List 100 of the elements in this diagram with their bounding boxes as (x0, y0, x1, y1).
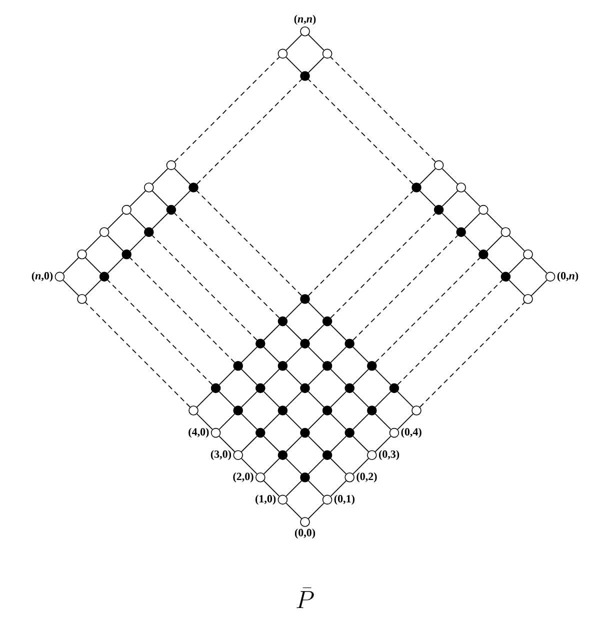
lattice-line (330, 436, 347, 452)
dashed-line (397, 280, 503, 386)
lattice-line (107, 212, 124, 230)
lattice-line (374, 436, 392, 452)
lattice-line (286, 34, 302, 51)
open-circle (500, 227, 511, 237)
lattice-line (107, 257, 124, 274)
dashed-line (330, 212, 436, 318)
caption: $\bar{P}$ (296, 587, 314, 608)
filled-dot (500, 272, 511, 282)
lattice-line (397, 391, 414, 408)
filled-dot (322, 450, 332, 460)
lattice-line (62, 280, 79, 296)
open-circle (77, 294, 87, 304)
lattice-line (241, 458, 258, 474)
lattice-line (308, 414, 324, 430)
lattice-line (330, 346, 347, 363)
filled-dot (344, 383, 354, 394)
filled-dot (99, 272, 110, 282)
open-circle (478, 204, 488, 215)
lattice-line (352, 368, 369, 386)
filled-dot (278, 450, 288, 460)
lattice-line (263, 480, 280, 497)
dashed-line (352, 235, 458, 341)
dashed-line (107, 280, 213, 386)
open-circle (523, 294, 533, 304)
lattice-line (486, 212, 503, 230)
open-circle (77, 250, 87, 260)
open-circle (144, 182, 154, 192)
lattice-line (330, 368, 347, 386)
filled-dot (300, 71, 310, 81)
lattice-line (263, 414, 280, 430)
lattice-line (508, 257, 525, 274)
lattice-line (130, 190, 146, 207)
filled-dot (434, 204, 444, 215)
lattice-line (286, 324, 302, 341)
lattice-line (286, 458, 302, 474)
lattice-line (531, 257, 548, 274)
dashed-line (174, 212, 280, 318)
filled-dot (278, 316, 288, 326)
lattice-line (486, 257, 503, 274)
lattice-line (308, 324, 324, 341)
lattice-line (218, 436, 236, 452)
lattice-line (263, 391, 280, 408)
lattice-line (241, 391, 258, 408)
filled-dot (256, 428, 266, 438)
filled-dot (300, 338, 310, 348)
lattice-line (308, 346, 324, 363)
lattice-line (263, 368, 280, 386)
filled-dot (367, 406, 377, 416)
dashed-line (196, 79, 302, 184)
lattice-line (218, 391, 236, 408)
lattice-line (130, 235, 146, 252)
node-label: (3,0) (210, 450, 232, 460)
node-label: (2,0) (233, 472, 254, 482)
lattice-line (486, 235, 503, 252)
filled-dot (210, 383, 221, 394)
open-circle (166, 160, 176, 170)
dashed-line (174, 56, 280, 162)
node-label: (0,2) (356, 472, 377, 482)
lattice-line (286, 502, 302, 519)
node-label: (4,0) (188, 428, 209, 438)
node-label: (0,3) (378, 450, 400, 460)
lattice-line (241, 346, 258, 363)
node-label: (1,0) (256, 494, 276, 505)
node-label: (0,1) (334, 494, 354, 505)
filled-dot (166, 204, 176, 215)
lattice-line (263, 346, 280, 363)
filled-dot (344, 428, 354, 438)
filled-dot (278, 406, 288, 416)
lattice-line (286, 414, 302, 430)
lattice-line (352, 458, 369, 474)
lattice-line (308, 391, 324, 408)
open-circle (99, 227, 110, 237)
open-circle (434, 160, 444, 170)
lattice-line (374, 391, 392, 408)
lattice-line (352, 436, 369, 452)
lattice-line (352, 414, 369, 430)
node-label: (n,0) (32, 272, 53, 282)
lattice-line (196, 391, 213, 408)
lattice-line (442, 190, 458, 207)
filled-dot (300, 294, 310, 304)
filled-dot (144, 227, 154, 237)
dashed-line (330, 56, 436, 162)
filled-dot (300, 428, 310, 438)
open-circle (188, 406, 198, 416)
lattice-line (286, 346, 302, 363)
dashed-line (130, 257, 236, 363)
lattice-line (152, 168, 168, 184)
lattice-line (85, 235, 102, 252)
lattice-line (62, 257, 79, 274)
lattice-line (420, 168, 436, 184)
dashed-line (308, 79, 414, 184)
lattice-line (330, 324, 347, 341)
lattice-line (218, 414, 236, 430)
dashed-line (374, 257, 480, 363)
lattice-line (330, 480, 347, 497)
lattice-line (107, 235, 124, 252)
lattice-line (174, 168, 190, 184)
lattice-line (263, 458, 280, 474)
